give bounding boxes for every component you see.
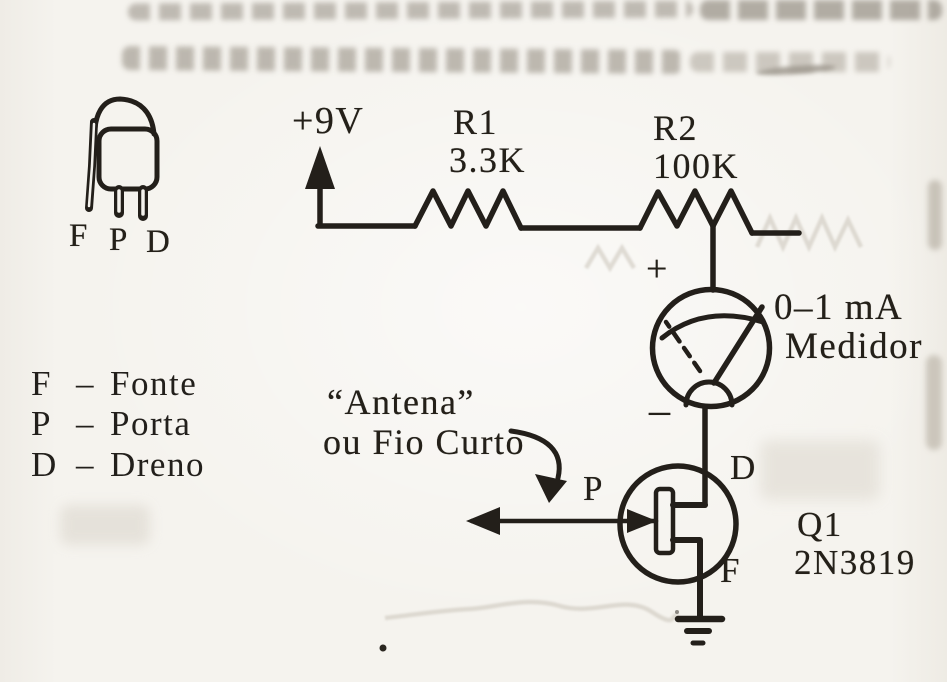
meter-needle bbox=[711, 304, 765, 386]
bleedthrough-edge-artifact bbox=[928, 180, 942, 250]
supply-arrow-icon bbox=[305, 146, 335, 227]
legend-row-dreno: D – Dreno bbox=[31, 447, 205, 482]
jfet-gate-lead bbox=[466, 507, 659, 535]
r2-value-label: 100K bbox=[653, 146, 739, 186]
r1-value-label: 3.3K bbox=[449, 140, 526, 180]
meter-plus-label: + bbox=[646, 248, 669, 290]
legend-meaning: Dreno bbox=[110, 445, 205, 484]
meter-range-label: 0–1 mA bbox=[774, 287, 904, 328]
antenna-wire-arrow-icon bbox=[466, 507, 500, 535]
meter-needle-dashed bbox=[663, 319, 703, 374]
meter-symbol bbox=[649, 286, 773, 410]
jfet-source-lead bbox=[670, 537, 703, 620]
resistor-r2-symbol bbox=[637, 188, 755, 236]
package-pin-d-label: D bbox=[146, 224, 172, 260]
antenna-note-line2: ou Fio Curto bbox=[323, 422, 526, 462]
jfet-source-terminal-label: F bbox=[720, 551, 741, 590]
jfet-channel-bar bbox=[653, 486, 676, 556]
bleedthrough-smudge-artifact bbox=[60, 505, 150, 545]
legend-symbol: P bbox=[31, 404, 52, 443]
meter-pivot-dome bbox=[683, 379, 735, 408]
transistor-part-label: 2N3819 bbox=[794, 543, 916, 582]
package-pin-p-label: P bbox=[109, 222, 129, 258]
bleedthrough-zigzag-artifact bbox=[384, 212, 864, 623]
ink-speck bbox=[675, 610, 679, 614]
annotation-curved-arrow-icon bbox=[508, 428, 567, 503]
jfet-gate-arrow-icon bbox=[627, 509, 657, 533]
resistor-r1-symbol bbox=[412, 188, 524, 231]
bleedthrough-smudge-artifact bbox=[760, 440, 880, 500]
r2-designator-label: R2 bbox=[653, 108, 699, 148]
legend-row-fonte: F – Fonte bbox=[31, 366, 197, 401]
legend-dash: – bbox=[76, 364, 95, 403]
meter-scale-arc bbox=[659, 313, 766, 341]
bleedthrough-text-artifact bbox=[700, 0, 942, 20]
jfet-gate-terminal-label: P bbox=[583, 469, 604, 508]
ground-symbol bbox=[674, 615, 726, 646]
legend-meaning: Porta bbox=[110, 404, 192, 443]
legend-dash: – bbox=[76, 445, 95, 484]
package-dome bbox=[92, 96, 157, 151]
package-pin-f-label: F bbox=[69, 218, 89, 254]
antenna-note-line1: “Antena” bbox=[327, 382, 475, 422]
supply-voltage-label: +9V bbox=[292, 100, 365, 142]
r1-designator-label: R1 bbox=[453, 102, 499, 142]
transistor-ref-label: Q1 bbox=[797, 505, 843, 544]
legend-meaning: Fonte bbox=[110, 364, 198, 403]
legend-dash: – bbox=[76, 404, 95, 443]
jfet-body-circle bbox=[617, 463, 739, 585]
package-face bbox=[96, 126, 160, 192]
meter-name-label: Medidor bbox=[785, 326, 923, 367]
transistor-package-drawing bbox=[85, 96, 160, 221]
legend-symbol: D bbox=[31, 445, 58, 484]
bleedthrough-edge-artifact bbox=[926, 355, 942, 450]
legend-row-porta: P – Porta bbox=[31, 406, 191, 441]
bleedthrough-text-artifact bbox=[690, 52, 890, 72]
jfet-drain-terminal-label: D bbox=[730, 448, 757, 487]
ink-speck bbox=[379, 644, 387, 652]
legend-symbol: F bbox=[31, 364, 52, 403]
meter-minus-label: – bbox=[649, 388, 672, 434]
